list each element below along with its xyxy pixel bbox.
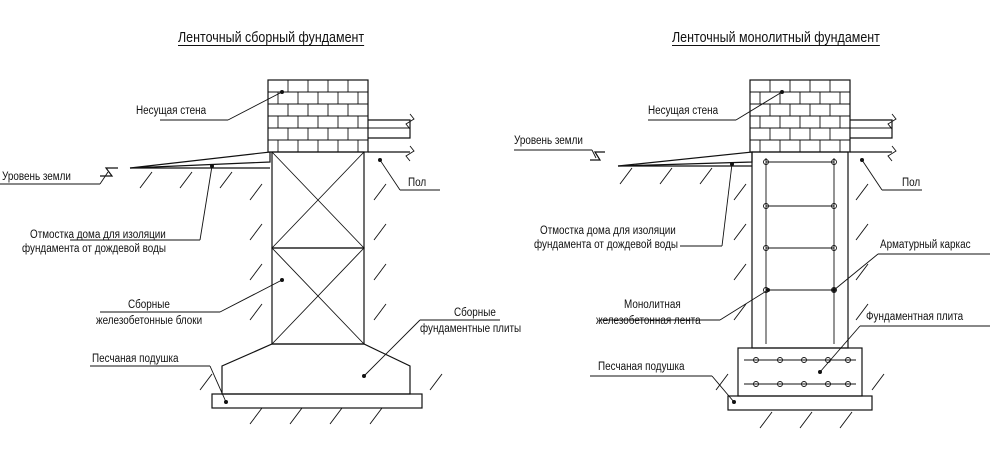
- left-label-blind-area-2: фундамента от дождевой воды: [22, 243, 166, 255]
- left-label-blind-area-1: Отмостка дома для изоляции: [30, 229, 166, 241]
- left-floor-slab: [368, 113, 415, 162]
- right-label-plate: Фундаментная плита: [866, 311, 964, 323]
- right-floor-slab: [850, 113, 897, 162]
- right-label-blind-area-2: фундамента от дождевой воды: [534, 239, 678, 251]
- left-drawing: [0, 79, 500, 425]
- right-soil-hatching: [619, 167, 885, 429]
- left-label-floor: Пол: [408, 177, 427, 189]
- right-sand-cushion: [727, 395, 873, 411]
- right-label-rebar: Арматурный каркас: [880, 239, 971, 251]
- left-ground-mark: [100, 167, 118, 177]
- right-brick-wall: [749, 79, 851, 153]
- left-leaders: [0, 90, 500, 404]
- left-blocks: [271, 151, 365, 345]
- right-leaders: [514, 90, 990, 404]
- left-label-plates-1: Сборные: [454, 307, 496, 319]
- right-label-wall: Несущая стена: [648, 105, 719, 117]
- right-title: Ленточный монолитный фундамент: [672, 30, 880, 46]
- right-foundation-plate: [737, 347, 863, 397]
- left-label-sand: Песчаная подушка: [92, 353, 179, 365]
- right-ground-mark: [590, 151, 605, 161]
- right-label-floor: Пол: [902, 177, 921, 189]
- right-label-strip-1: Монолитная: [624, 299, 681, 311]
- right-drawing: [514, 79, 990, 429]
- left-foundation-plate: [221, 343, 411, 395]
- left-label-wall: Несущая стена: [136, 105, 207, 117]
- right-label-blind-area-1: Отмостка дома для изоляции: [540, 225, 676, 237]
- left-title: Ленточный сборный фундамент: [178, 30, 365, 46]
- right-label-strip-2: железобетонная лента: [596, 315, 701, 327]
- left-soil-hatching: [139, 171, 443, 425]
- right-label-ground: Уровень земли: [514, 135, 583, 147]
- right-rebar-cage: [763, 158, 837, 344]
- left-label-plates-2: фундаментные плиты: [420, 323, 522, 335]
- left-blind-area: [129, 151, 271, 169]
- right-plate-rebar: [744, 357, 856, 387]
- left-label-blocks-2: железобетонные блоки: [96, 315, 203, 327]
- left-label-ground: Уровень земли: [2, 171, 71, 183]
- left-sand-cushion: [211, 393, 423, 409]
- right-label-sand: Песчаная подушка: [598, 361, 685, 373]
- left-label-blocks-1: Сборные: [128, 299, 170, 311]
